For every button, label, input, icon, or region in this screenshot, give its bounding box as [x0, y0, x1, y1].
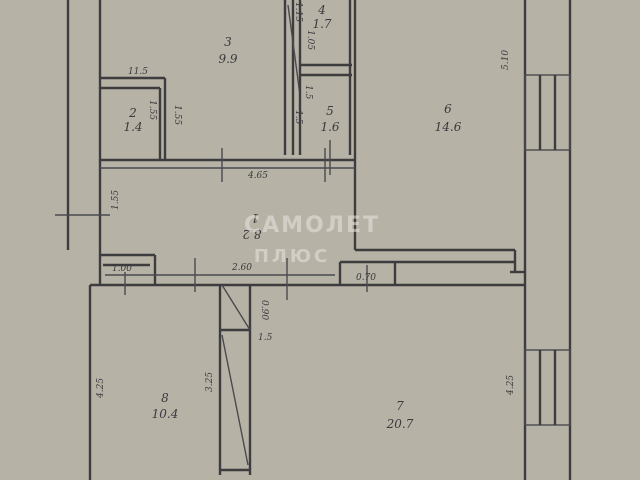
dim-label-11-5: 11.5	[128, 67, 148, 77]
dim-label-1-55-b: 1.55	[172, 105, 182, 125]
dim-label-1-5-a: 1.5	[303, 85, 313, 100]
dim-label-5-10: 5.10	[501, 50, 511, 70]
room-4-number: 4	[317, 3, 326, 17]
room-7-area: 20.7	[386, 417, 414, 431]
window-upper	[524, 74, 571, 151]
room-6-area: 14.6	[435, 120, 462, 134]
room-2-number: 2	[128, 106, 137, 120]
room-4-area: 1.7	[312, 17, 331, 31]
room-2-area: 1.4	[123, 120, 142, 134]
dim-label-0-70: 0.70	[356, 273, 376, 283]
dim-label-1-05: 1.05	[305, 30, 315, 50]
dimension-labels: 11.5 1.55 1.55 1.15 1.05 1.5 1.5 5.10 1.…	[96, 2, 516, 399]
watermark-line-1: САМОЛЕТ	[244, 213, 380, 238]
door-swing-room4	[287, 4, 301, 96]
room-5-number: 5	[326, 104, 334, 118]
door-swing-closet	[221, 284, 251, 331]
room-6-number: 6	[444, 102, 452, 116]
room-7-number: 7	[396, 399, 404, 413]
closet	[218, 284, 252, 475]
closet-diagonal	[221, 334, 249, 466]
dim-label-1-00: 1.00	[112, 264, 132, 274]
dim-label-1-5-b: 1.5	[293, 110, 303, 125]
dim-label-1-15: 1.15	[293, 2, 303, 22]
windows	[524, 74, 571, 426]
room-labels: 3 9.9 4 1.7 2 1.4 5 1.6 6 14.6 1 8.2 8 1…	[123, 3, 461, 431]
watermark: САМОЛЕТ ПЛЮС	[244, 213, 380, 267]
room-5-area: 1.6	[320, 120, 339, 134]
dim-label-4-65: 4.65	[247, 171, 268, 181]
dim-label-0-90: 0.90	[259, 300, 269, 320]
dim-label-4-25-left: 4.25	[96, 378, 106, 399]
dim-label-2-60: 2.60	[231, 263, 252, 273]
window-lower	[524, 349, 571, 426]
dim-label-4-25-right: 4.25	[506, 375, 516, 396]
room-1-number: 1	[251, 211, 259, 225]
small-rooms	[100, 0, 352, 160]
dimension-lines	[55, 140, 368, 300]
room-3-area: 9.9	[218, 52, 237, 66]
room-8-area: 10.4	[152, 407, 179, 421]
dim-label-1-5-c: 1.5	[258, 333, 273, 343]
dim-label-3-25: 3.25	[205, 372, 215, 392]
room-8-number: 8	[161, 391, 169, 405]
watermark-line-2: ПЛЮС	[254, 246, 330, 267]
dim-label-1-55-a: 1.55	[147, 100, 157, 120]
room-3-number: 3	[224, 35, 232, 49]
dim-label-1-55-c: 1.55	[111, 190, 121, 210]
room-1-area: 8.2	[242, 227, 261, 241]
